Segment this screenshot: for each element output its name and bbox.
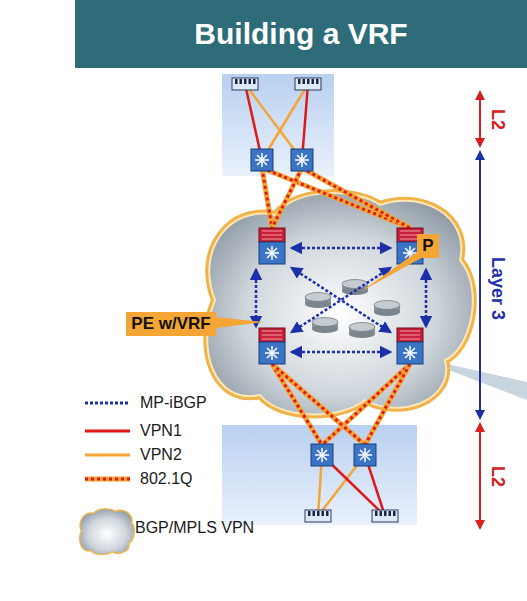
slide-title: Building a VRF xyxy=(75,0,527,68)
trunk-link xyxy=(302,168,410,228)
pe-router xyxy=(259,328,285,364)
access-switch xyxy=(305,510,331,522)
distribution-switch xyxy=(354,444,376,466)
trunk-link xyxy=(262,168,272,228)
p-router xyxy=(305,293,331,309)
trunk-link xyxy=(262,168,272,228)
ibgp-session xyxy=(292,351,390,354)
title-bar xyxy=(75,0,527,68)
legend-sample xyxy=(85,430,130,433)
trunk-link xyxy=(365,364,410,445)
distribution-switch xyxy=(291,149,313,171)
legend-sample xyxy=(85,478,130,481)
p-router xyxy=(374,301,400,317)
trunk-link xyxy=(272,168,302,228)
trunk-link xyxy=(322,364,410,445)
pe-router xyxy=(259,228,285,264)
range-arrow xyxy=(479,424,481,528)
trunk-link xyxy=(272,168,302,228)
ibgp-session xyxy=(425,270,428,326)
p-router xyxy=(312,318,338,334)
mpls-cloud xyxy=(207,193,473,414)
callout-box: P xyxy=(417,234,439,258)
access-switch xyxy=(372,510,398,522)
distribution-switch xyxy=(311,444,333,466)
ibgp-session xyxy=(292,268,390,332)
trunk-link xyxy=(272,364,365,445)
legend-text: VPN2 xyxy=(140,446,182,464)
trunk-link xyxy=(272,364,322,445)
legend-sample xyxy=(85,454,130,457)
trunk-link xyxy=(322,364,410,445)
p-router xyxy=(349,323,375,339)
trunk-link xyxy=(262,168,410,228)
range-arrow xyxy=(479,92,481,146)
legend-sample xyxy=(85,402,130,405)
legend-sample xyxy=(85,477,130,482)
trunk-link xyxy=(272,364,322,445)
ibgp-session xyxy=(292,268,390,332)
distribution-switch xyxy=(251,149,273,171)
legend-text: 802.1Q xyxy=(140,470,192,488)
callout-box: PE w/VRF xyxy=(126,312,216,336)
callout-text: P xyxy=(422,236,433,256)
access-panel xyxy=(222,74,334,176)
trunk-link xyxy=(365,364,410,445)
callout-text: PE w/VRF xyxy=(131,314,210,334)
pe-router xyxy=(397,328,423,364)
ibgp-session xyxy=(292,247,390,250)
layer-label: L2 xyxy=(487,465,508,486)
legend-text: BGP/MPLS VPN xyxy=(135,519,254,537)
access-switch xyxy=(232,78,258,90)
p-router xyxy=(342,280,368,296)
legend-text: MP-iBGP xyxy=(140,394,207,412)
ibgp-session xyxy=(255,270,258,326)
layer-label: Layer 3 xyxy=(487,256,508,319)
access-switch xyxy=(295,78,321,90)
trunk-link xyxy=(302,168,410,228)
trunk-link xyxy=(272,364,365,445)
layer-label: L2 xyxy=(487,108,508,129)
legend-cloud xyxy=(80,510,133,554)
range-arrow xyxy=(479,152,481,418)
mpls-cloud-rim xyxy=(207,193,473,414)
legend-text: VPN1 xyxy=(140,422,182,440)
trunk-link xyxy=(262,168,410,228)
